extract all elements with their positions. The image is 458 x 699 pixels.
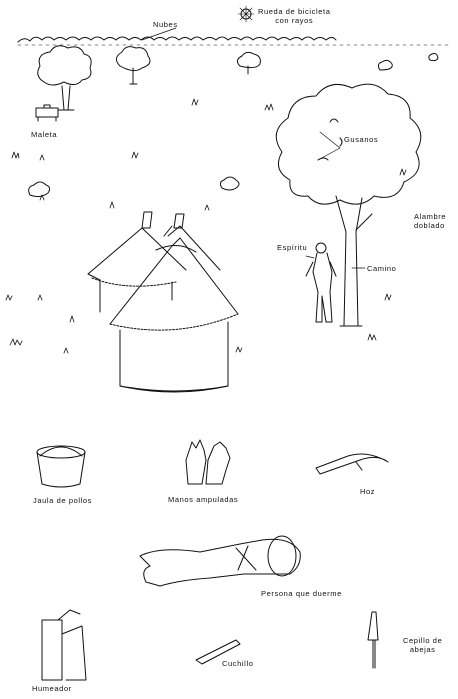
bee-smoker-drawing	[42, 610, 86, 680]
sickle-drawing	[316, 454, 388, 474]
big-tree-drawing	[276, 84, 421, 326]
chicken-cage-drawing	[37, 446, 85, 487]
knife-drawing	[196, 640, 240, 664]
bushes	[29, 177, 239, 197]
grass-tufts	[6, 99, 406, 353]
bicycle-wheel-drawing	[238, 6, 254, 22]
label-cuchillo: Cuchillo	[222, 659, 254, 668]
background-trees-left	[38, 46, 438, 110]
label-cepillo-line2: abejas	[409, 645, 436, 654]
bee-brush-drawing	[368, 612, 378, 668]
label-cepillo: Cepillo de abejas	[403, 636, 442, 654]
clouds-horizon	[18, 37, 448, 45]
label-cepillo-line1: Cepillo de	[403, 636, 443, 645]
label-manos: Manos ampuladas	[168, 495, 239, 504]
label-maleta: Maleta	[31, 130, 58, 139]
label-rueda-line2: con rayos	[275, 16, 314, 25]
label-gusanos: Gusanos	[344, 135, 379, 144]
label-humeador: Humeador	[32, 684, 72, 693]
suitcase-drawing	[36, 105, 58, 121]
sleeping-person-drawing	[140, 536, 300, 586]
label-alambre-line2: doblado	[414, 221, 445, 230]
label-hoz: Hoz	[360, 487, 376, 496]
spirit-figure-drawing	[306, 243, 336, 322]
label-jaula: Jaula de pollos	[33, 496, 93, 505]
label-camino: Camino	[367, 264, 397, 273]
label-espiritu: Espíritu	[277, 243, 308, 252]
blistered-hands-drawing	[186, 440, 230, 484]
huts-drawing	[88, 212, 238, 392]
label-rueda-line1: Rueda de bicicleta	[258, 7, 331, 16]
label-leader-lines	[142, 28, 365, 268]
label-nubes: Nubes	[153, 20, 178, 29]
label-alambre-line1: Alambre	[414, 212, 447, 221]
label-persona: Persona que duerme	[261, 589, 342, 598]
label-rueda: Rueda de bicicleta con rayos	[258, 7, 331, 25]
label-alambre: Alambre doblado	[414, 212, 446, 230]
